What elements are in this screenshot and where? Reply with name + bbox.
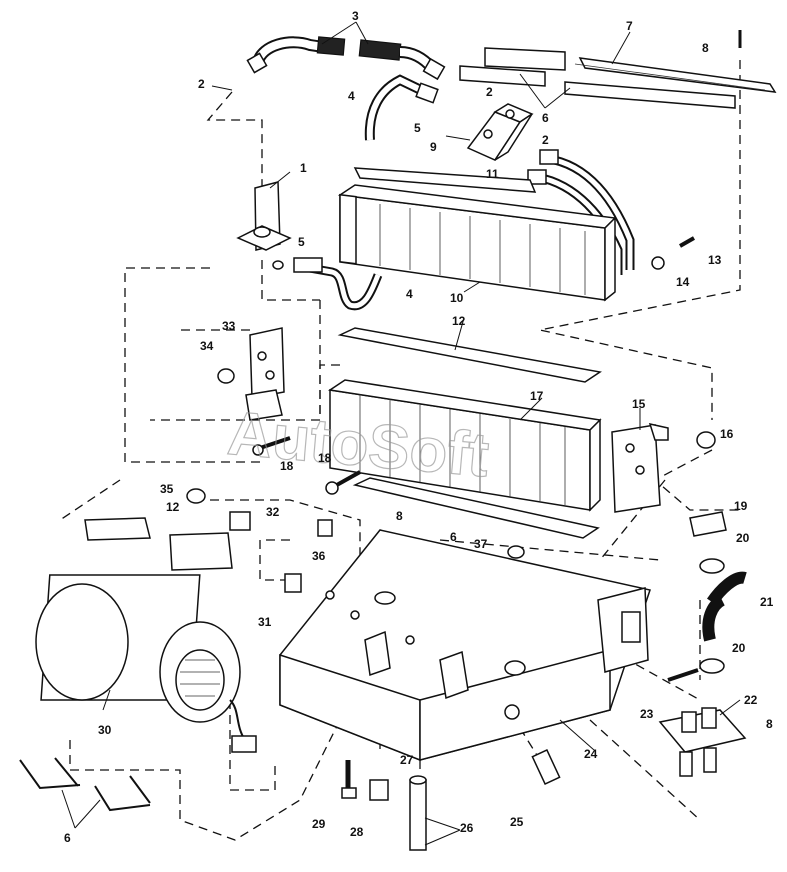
callout-labels: 1 2 2 2 3 4 4 5 5 6 6 6 7 8 8 8 9 10 11 … xyxy=(64,9,774,845)
callout-4: 4 xyxy=(406,287,413,301)
callout-15: 15 xyxy=(632,397,646,411)
callout-14: 14 xyxy=(676,275,690,289)
small-parts xyxy=(19,488,747,851)
expansion-valve-9 xyxy=(466,103,534,161)
callout-4: 4 xyxy=(348,89,355,103)
callout-31: 31 xyxy=(258,615,272,629)
callout-21: 21 xyxy=(760,595,774,609)
callout-33: 33 xyxy=(222,319,236,333)
callout-5: 5 xyxy=(414,121,421,135)
hose-assembly-3 xyxy=(246,36,446,81)
callout-8: 8 xyxy=(766,717,773,731)
callout-36: 36 xyxy=(312,549,326,563)
callout-6: 6 xyxy=(542,111,549,125)
bracket-15 xyxy=(611,422,716,513)
tube-4-upper xyxy=(364,74,439,141)
callout-18: 18 xyxy=(318,451,332,465)
callout-2: 2 xyxy=(542,133,549,147)
callout-17: 17 xyxy=(530,389,544,403)
bracket-33 xyxy=(217,327,285,421)
leader-lines xyxy=(61,21,741,846)
callout-19: 19 xyxy=(734,499,748,513)
callout-23: 23 xyxy=(640,707,654,721)
callout-22: 22 xyxy=(744,693,758,707)
callout-12: 12 xyxy=(166,500,180,514)
blower-assembly-30 xyxy=(35,517,257,753)
housing-24 xyxy=(279,529,651,762)
callout-29: 29 xyxy=(312,817,326,831)
callout-13: 13 xyxy=(708,253,722,267)
callout-20: 20 xyxy=(736,531,750,545)
callout-2: 2 xyxy=(198,77,205,91)
callout-30: 30 xyxy=(98,723,112,737)
callout-34: 34 xyxy=(200,339,214,353)
screw-parts xyxy=(252,30,742,495)
callout-25: 25 xyxy=(510,815,524,829)
callout-12: 12 xyxy=(452,314,466,328)
callout-24: 24 xyxy=(584,747,598,761)
callout-11: 11 xyxy=(486,167,499,181)
callout-9: 9 xyxy=(430,140,437,154)
callout-8: 8 xyxy=(396,509,403,523)
callout-16: 16 xyxy=(720,427,734,441)
callout-20: 20 xyxy=(732,641,746,655)
callout-7: 7 xyxy=(626,19,633,33)
callout-26: 26 xyxy=(460,821,474,835)
callout-37: 37 xyxy=(474,537,488,551)
callout-35: 35 xyxy=(160,482,174,496)
seal-strip-12 xyxy=(337,327,602,383)
heater-core-17 xyxy=(327,379,602,539)
tube-4-lower xyxy=(272,257,383,311)
callout-1: 1 xyxy=(300,161,307,175)
callout-28: 28 xyxy=(350,825,364,839)
callout-3: 3 xyxy=(352,9,359,23)
callout-10: 10 xyxy=(450,291,464,305)
callout-6: 6 xyxy=(450,530,457,544)
callout-18: 18 xyxy=(280,459,294,473)
bracket-7 xyxy=(459,47,777,109)
callout-6: 6 xyxy=(64,831,71,845)
evaporator-core-10 xyxy=(337,167,617,302)
callout-5: 5 xyxy=(298,235,305,249)
callout-2: 2 xyxy=(486,85,493,99)
evaporator-lines xyxy=(527,149,635,275)
mounting-bracket-1 xyxy=(236,181,292,251)
callout-32: 32 xyxy=(266,505,280,519)
callout-27: 27 xyxy=(400,753,414,767)
callout-8: 8 xyxy=(702,41,709,55)
